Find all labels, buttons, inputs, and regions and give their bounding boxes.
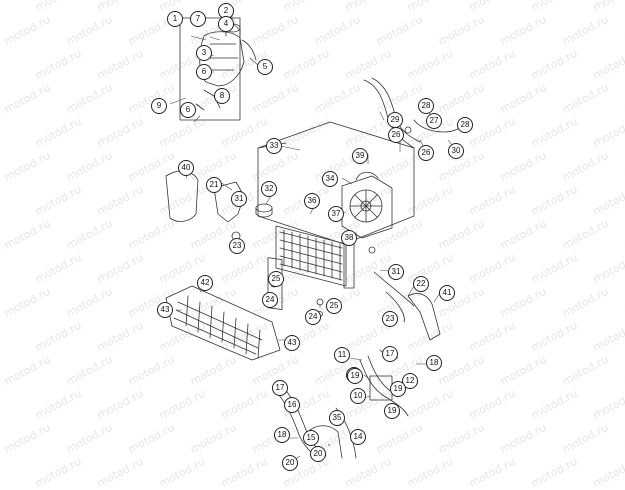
callout-15[interactable]: 15 [303, 430, 319, 446]
callout-3[interactable]: 3 [196, 45, 212, 61]
callout-25b[interactable]: 25 [326, 298, 342, 314]
radiator-grille [165, 285, 281, 361]
callout-19c[interactable]: 19 [384, 403, 400, 419]
callout-42[interactable]: 42 [197, 275, 213, 291]
callout-29[interactable]: 29 [387, 112, 403, 128]
callout-36[interactable]: 36 [304, 193, 320, 209]
callout-21[interactable]: 21 [206, 177, 222, 193]
callout-43a[interactable]: 43 [157, 302, 173, 318]
callout-26a[interactable]: 26 [388, 127, 404, 143]
callout-4[interactable]: 4 [218, 16, 234, 32]
callout-23a[interactable]: 23 [382, 311, 398, 327]
callout-24b[interactable]: 24 [305, 309, 321, 325]
callout-31a[interactable]: 31 [388, 264, 404, 280]
callout-30[interactable]: 30 [448, 143, 464, 159]
callout-9[interactable]: 9 [151, 98, 167, 114]
callout-26b[interactable]: 26 [418, 145, 434, 161]
callout-19a[interactable]: 19 [347, 368, 363, 384]
callout-39[interactable]: 39 [352, 148, 368, 164]
callout-18b[interactable]: 18 [274, 427, 290, 443]
callout-18a[interactable]: 18 [426, 355, 442, 371]
side-guard [165, 170, 199, 222]
callout-19b[interactable]: 19 [390, 381, 406, 397]
callout-25a[interactable]: 25 [268, 271, 284, 287]
callout-8[interactable]: 8 [214, 88, 230, 104]
callout-20a[interactable]: 20 [282, 455, 298, 471]
callout-1[interactable]: 1 [167, 11, 183, 27]
radiator-core [275, 225, 347, 287]
callout-37[interactable]: 37 [328, 206, 344, 222]
callout-12[interactable]: 12 [402, 373, 418, 389]
callout-10[interactable]: 10 [350, 388, 366, 404]
callout-16[interactable]: 16 [284, 397, 300, 413]
callout-6a[interactable]: 6 [196, 64, 212, 80]
callout-11[interactable]: 11 [334, 347, 350, 363]
parts-drawing [165, 14, 467, 461]
callout-14[interactable]: 14 [350, 429, 366, 445]
callout-35[interactable]: 35 [329, 410, 345, 426]
callout-17b[interactable]: 17 [272, 380, 288, 396]
callout-22[interactable]: 22 [413, 276, 429, 292]
callout-40[interactable]: 40 [178, 160, 194, 176]
callout-28b[interactable]: 28 [457, 117, 473, 133]
callout-28a[interactable]: 28 [418, 98, 434, 114]
bracket-left [213, 181, 245, 223]
callout-24a[interactable]: 24 [262, 292, 278, 308]
callout-6b[interactable]: 6 [180, 102, 196, 118]
callout-38[interactable]: 38 [341, 230, 357, 246]
callout-31b[interactable]: 31 [231, 191, 247, 207]
callout-43b[interactable]: 43 [284, 335, 300, 351]
hose-lower-right [359, 359, 409, 417]
callout-23b[interactable]: 23 [229, 238, 245, 254]
cooling-fan [341, 175, 393, 239]
callout-27[interactable]: 27 [426, 113, 442, 129]
callout-20b[interactable]: 20 [310, 446, 326, 462]
callout-5[interactable]: 5 [257, 59, 273, 75]
callout-17a[interactable]: 17 [382, 346, 398, 362]
callout-32[interactable]: 32 [261, 181, 277, 197]
callout-7[interactable]: 7 [190, 11, 206, 27]
callout-33[interactable]: 33 [266, 138, 282, 154]
callout-41[interactable]: 41 [439, 285, 455, 301]
hose-right [373, 271, 415, 307]
callout-34[interactable]: 34 [322, 171, 338, 187]
